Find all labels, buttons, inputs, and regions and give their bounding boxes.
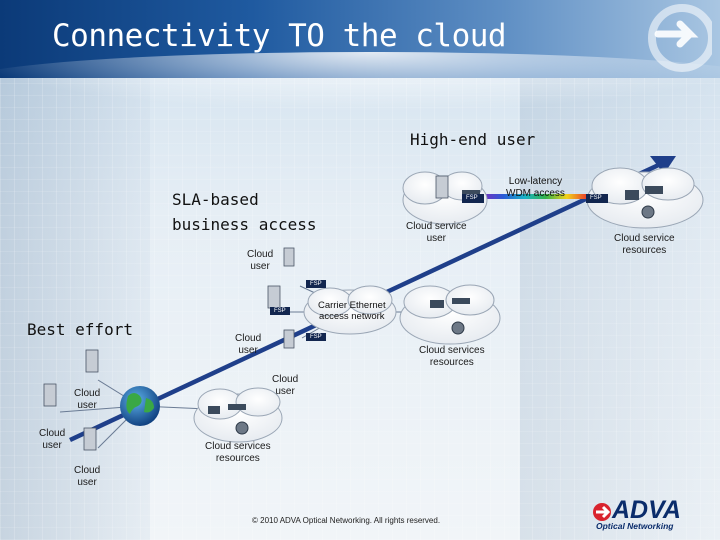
adva-arrow-icon [648,4,712,72]
fsp-label-sla-top: FSP [310,281,322,287]
user-building-icons [43,175,449,451]
cloud-services-resources-mid [399,284,501,345]
cloud-carrier-ethernet [303,285,397,335]
fsp-devices [270,194,608,341]
background-tower-right [520,78,720,540]
fsp-label-sla-bottom: FSP [310,334,322,340]
internet-globe-icon [120,386,160,426]
background-tower-left [0,78,150,540]
tier-high-end-label: High-end user [410,130,536,149]
copyright-footer: © 2010 ADVA Optical Networking. All righ… [252,516,441,525]
cloud-services-resources-low [193,387,283,443]
adva-logo-icon [593,503,611,521]
storage-disk-icons [235,205,655,435]
fsp-label-sla-mid: FSP [274,308,286,314]
fsp-label-high-resources: FSP [590,195,602,201]
fsp-label-high-user: FSP [466,195,478,201]
server-icons [208,186,663,414]
tier-sla-label-line1: SLA-based [172,190,259,209]
tier-sla-label-line2: business access [172,215,317,234]
slide-header [0,0,720,112]
header-swoosh [0,52,720,112]
tier-best-effort-label: Best effort [27,320,133,339]
wdm-link [482,194,588,199]
brand-tagline: Optical Networking [596,521,674,531]
brand-name: ADVA [612,496,681,524]
slide-title: Connectivity TO the cloud [52,18,507,54]
